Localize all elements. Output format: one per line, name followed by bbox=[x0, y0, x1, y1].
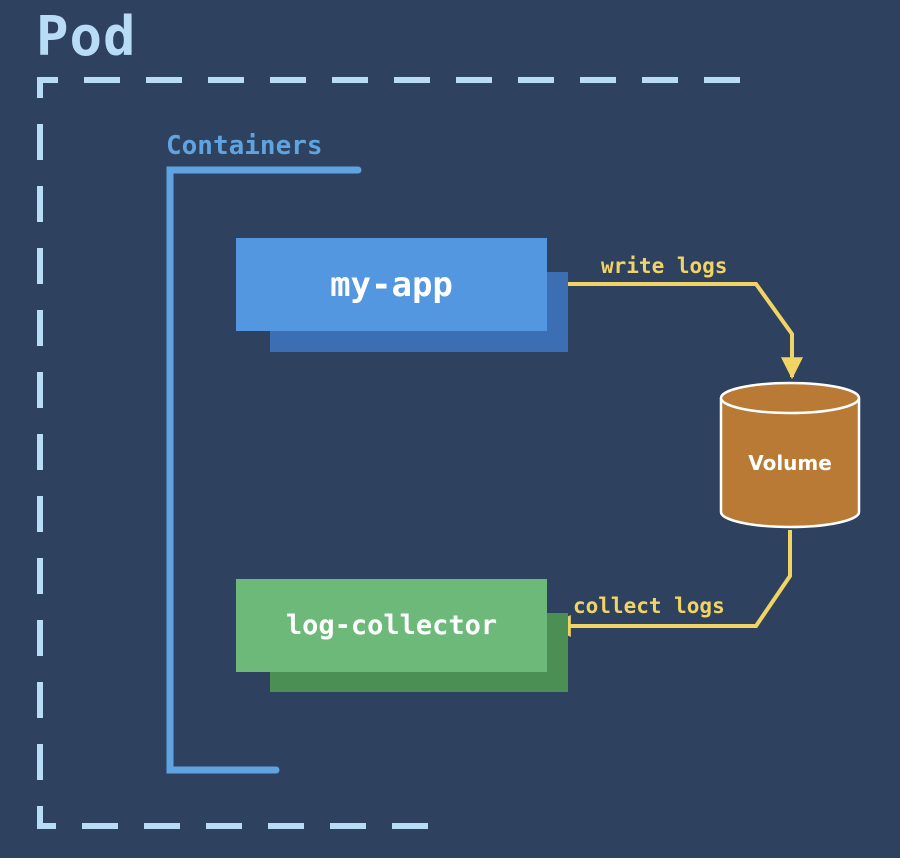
pod-title: Pod bbox=[36, 5, 137, 68]
collect-logs-arrow bbox=[548, 530, 792, 637]
volume-body bbox=[719, 398, 861, 529]
my-app-container: my-app bbox=[236, 238, 547, 331]
volume-top bbox=[719, 381, 861, 415]
pod-boundary bbox=[37, 77, 740, 829]
volume-label: Volume bbox=[748, 451, 832, 475]
volume-cylinder bbox=[719, 381, 861, 529]
log-collector-container: log-collector bbox=[236, 579, 547, 672]
containers-label: Containers bbox=[166, 131, 323, 161]
collect-logs-label: collect logs bbox=[573, 594, 725, 618]
pod-dashed-border bbox=[37, 77, 740, 829]
containers-bracket bbox=[166, 166, 362, 774]
write-logs-arrow bbox=[547, 282, 803, 380]
write-logs-label: write logs bbox=[601, 254, 728, 278]
